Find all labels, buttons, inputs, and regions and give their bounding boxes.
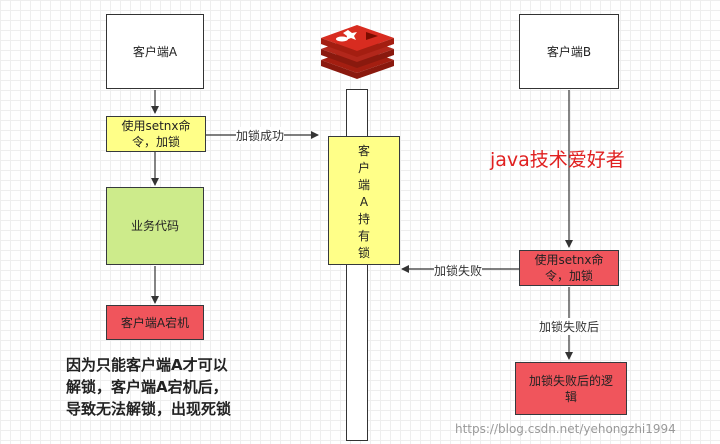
deadlock-note-line: 解锁，客户端A宕机后，: [66, 378, 228, 396]
client-a-node: 客户端A: [106, 14, 204, 89]
lock-holder-char: 端: [357, 178, 370, 192]
deadlock-note: 因为只能客户端A才可以 解锁，客户端A宕机后， 导致无法解锁，出现死锁: [66, 354, 231, 420]
edge-label-lock-fail: 加锁失败: [434, 262, 483, 279]
setnx-a-label: 使用setnx命令，加锁: [121, 119, 191, 149]
fail-logic-node: 加锁失败后的逻辑: [515, 362, 627, 415]
edge-label-after-fail: 加锁失败后: [539, 318, 600, 335]
setnx-b-label: 使用setnx命令，加锁: [534, 253, 604, 283]
business-code-node: 业务代码: [106, 187, 204, 265]
redis-logo-icon: [321, 25, 394, 79]
setnx-a-node: 使用setnx命令，加锁: [106, 116, 206, 152]
watermark-text: java技术爱好者: [490, 149, 625, 171]
lock-holder-node: 客 户 端 A 持 有 锁: [328, 136, 400, 265]
lock-holder-char: 客: [357, 144, 370, 158]
business-code-label: 业务代码: [130, 219, 179, 233]
fail-logic-label: 加锁失败后的逻辑: [528, 373, 613, 404]
lock-holder-char: 有: [357, 229, 370, 243]
lock-holder-char: A: [359, 195, 369, 209]
footer-url: https://blog.csdn.net/yehongzhi1994: [455, 422, 676, 436]
lock-holder-char: 户: [357, 161, 370, 175]
deadlock-note-line: 因为只能客户端A才可以: [66, 356, 228, 374]
deadlock-note-line: 导致无法解锁，出现死锁: [66, 400, 232, 418]
client-a-crash-node: 客户端A宕机: [106, 305, 204, 340]
lock-holder-char: 持: [357, 212, 370, 226]
edge-label-lock-success: 加锁成功: [236, 127, 285, 144]
client-a-crash-label: 客户端A宕机: [120, 315, 190, 330]
client-a-label: 客户端A: [132, 44, 178, 59]
lock-holder-char: 锁: [357, 246, 370, 260]
client-b-node: 客户端B: [519, 14, 619, 89]
client-b-label: 客户端B: [546, 44, 592, 59]
setnx-b-node: 使用setnx命令，加锁: [519, 250, 619, 286]
